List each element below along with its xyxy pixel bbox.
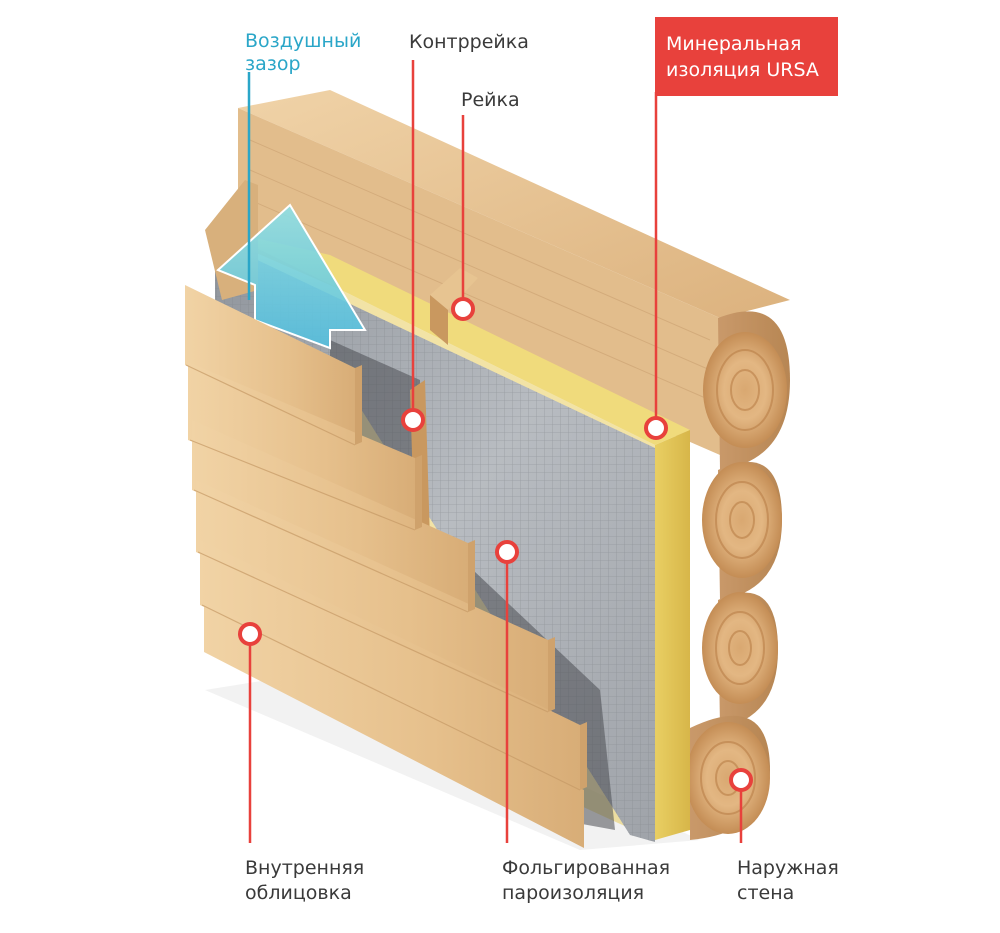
vapor-barrier-label-line1: Фольгированная (502, 857, 670, 879)
marker-vapor-barrier[interactable] (495, 540, 519, 564)
inner-cladding-label-line1: Внутренняя (245, 857, 364, 879)
insulation-label-line2: изоляция URSA (666, 59, 819, 81)
marker-inner-cladding[interactable] (238, 622, 262, 646)
batten-label: Рейка (461, 89, 520, 111)
outer-wall-label-line2: стена (737, 882, 794, 904)
marker-insulation[interactable] (644, 416, 668, 440)
inner-cladding-label-line2: облицовка (245, 882, 352, 904)
marker-batten[interactable] (451, 297, 475, 321)
counter-batten-label: Контррейка (409, 31, 529, 53)
insulation-badge (655, 17, 838, 96)
outer-wall-label-line1: Наружная (737, 857, 839, 879)
inner-cladding (185, 285, 587, 848)
vapor-barrier-label-line2: пароизоляция (502, 882, 644, 904)
air-gap-label-line1: Воздушный (245, 30, 361, 52)
outer-log-wall (238, 90, 790, 840)
insulation-label-line1: Минеральная (666, 33, 801, 55)
marker-outer-wall[interactable] (729, 768, 753, 792)
air-gap-arrow (216, 72, 367, 350)
marker-counter-batten[interactable] (401, 408, 425, 432)
air-gap-label-line2: зазор (245, 53, 301, 75)
batten (430, 268, 478, 345)
